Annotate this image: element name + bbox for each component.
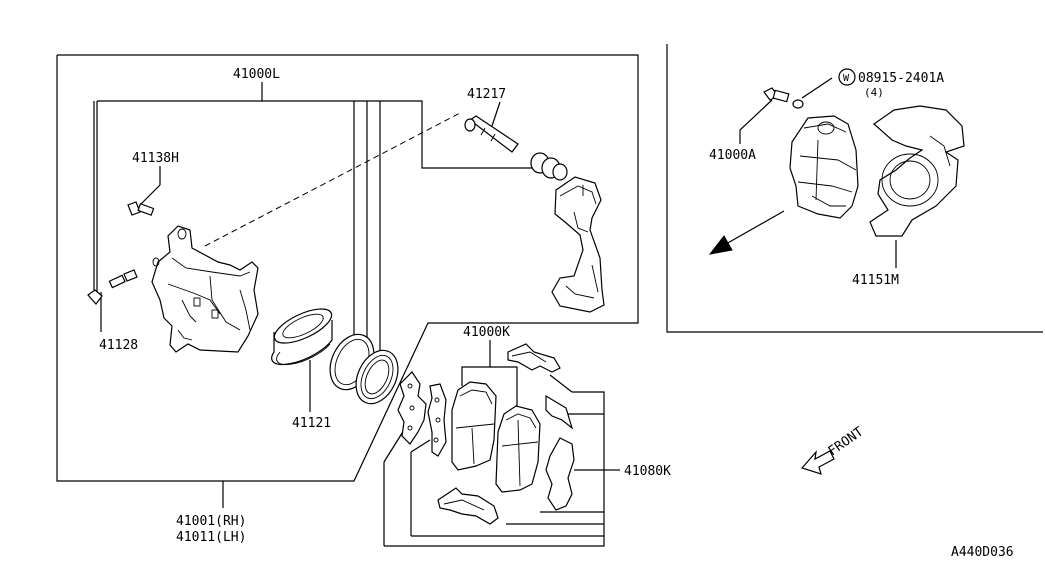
label-bolt-41138h: 41138H	[132, 151, 179, 166]
pad-kit-frame	[383, 374, 620, 547]
label-caliper-assy: 41000L	[233, 67, 280, 82]
inset-bolt	[739, 87, 790, 144]
pad-kit-leaders	[461, 340, 518, 410]
caliper-assy-leaders	[93, 82, 552, 357]
pad-retainer-lower	[437, 487, 499, 525]
guide-dashed-line	[204, 112, 461, 247]
label-washer-code: 08915-2401A	[858, 71, 944, 86]
label-front: FRONT	[826, 424, 867, 459]
anti-squeal-shim	[545, 437, 575, 511]
label-hardware-kit: 41080K	[624, 464, 671, 479]
washer-symbol	[838, 68, 856, 86]
outer-shim	[397, 371, 427, 445]
label-bleeder-41128: 41128	[99, 338, 138, 353]
inset-frame	[666, 44, 1043, 333]
inner-shim	[427, 383, 447, 457]
pad-retainer-upper	[507, 343, 561, 373]
label-washer-qty: (4)	[864, 86, 884, 99]
inset-washer	[792, 77, 833, 109]
label-pad-kit: 41000K	[463, 325, 510, 340]
label-caliper-rh: 41001(RH)	[176, 514, 246, 529]
slide-pin-41217	[464, 101, 519, 153]
label-piston: 41121	[292, 416, 331, 431]
direction-arrow	[708, 210, 785, 255]
piston-41121	[271, 308, 333, 412]
inset-caliper	[789, 115, 859, 219]
bolt-41138h	[127, 166, 161, 216]
main-assembly-frame	[56, 54, 639, 482]
label-dust-shield: 41151M	[852, 273, 899, 288]
front-arrow-icon	[800, 450, 835, 475]
bleeder-41128	[87, 269, 138, 332]
dust-boot	[355, 349, 399, 405]
washer-symbol-letter: W	[843, 73, 850, 84]
diagram-id: A440D036	[951, 545, 1014, 560]
outer-brake-pad	[451, 381, 497, 471]
pin-boot	[530, 152, 568, 181]
caliper-body	[151, 225, 259, 353]
inner-brake-pad	[495, 405, 541, 493]
wear-indicator	[545, 394, 574, 430]
label-pin-41217: 41217	[467, 87, 506, 102]
label-caliper-lh: 41011(LH)	[176, 530, 246, 545]
inset-dust-shield	[869, 105, 965, 268]
caliper-support-bracket	[551, 176, 605, 313]
label-caliper-assy-2: 41000A	[709, 148, 756, 163]
